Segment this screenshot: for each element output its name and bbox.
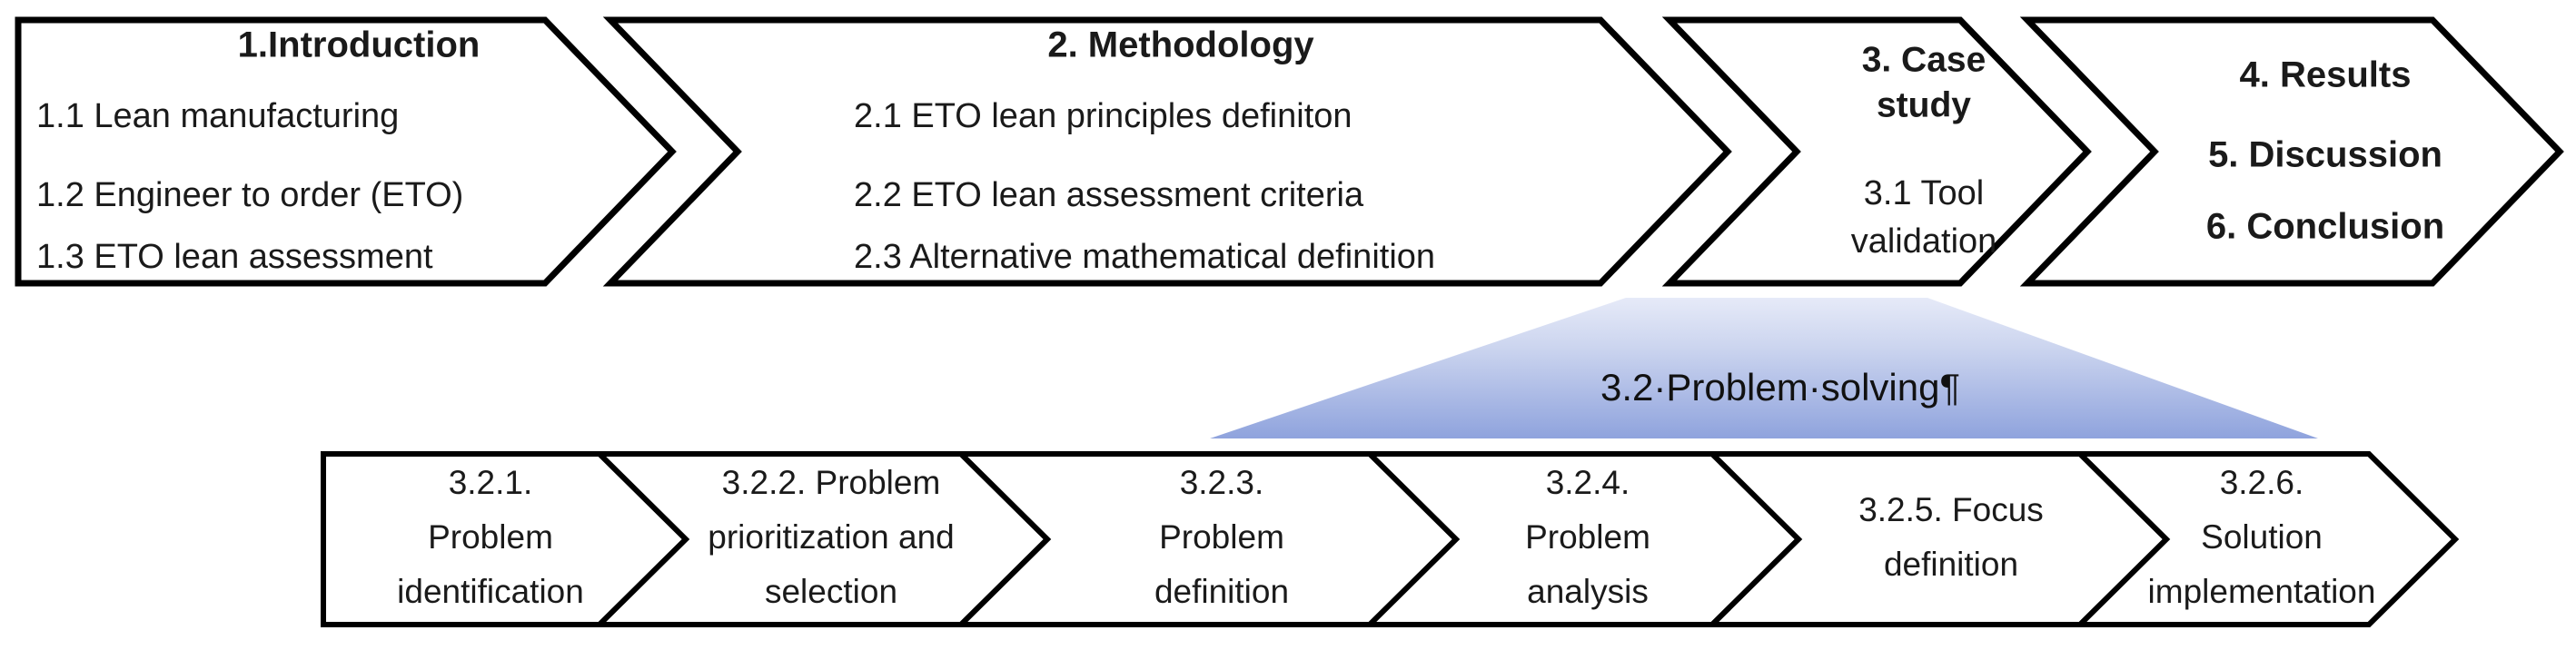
bottom-step-3-2-2[interactable]: 3.2.2. Problem prioritization and select… <box>592 451 1052 627</box>
methodology-item-1: 2.1 ETO lean principles definiton <box>854 97 1352 135</box>
case-study-heading-line-2: study <box>1877 85 1971 124</box>
results-chevron-shape <box>2019 16 2564 287</box>
introduction-item-2: 1.2 Engineer to order (ETO) <box>36 176 463 214</box>
results-line-2: 5. Discussion <box>2208 135 2442 175</box>
step-3-2-3-line-1: 3.2.3. <box>1180 464 1264 501</box>
step-3-2-1-line-3: identification <box>397 573 584 610</box>
case-study-heading-line-1: 3. Case <box>1862 40 1986 79</box>
bottom-step-3-2-3[interactable]: 3.2.3. Problem definition <box>954 451 1461 627</box>
introduction-item-1: 1.1 Lean manufacturing <box>36 97 399 135</box>
step-3-2-4-line-1: 3.2.4. <box>1546 464 1630 501</box>
step-3-2-3-line-3: definition <box>1154 573 1289 610</box>
bottom-step-3-2-4[interactable]: 3.2.4. Problem analysis <box>1362 451 1803 627</box>
methodology-heading: 2. Methodology <box>1047 25 1314 65</box>
top-block-case-study[interactable]: 3. Case study 3.1 Tool validation <box>1661 16 2092 287</box>
results-line-3: 6. Conclusion <box>2206 207 2444 247</box>
step-3-2-2-line-3: selection <box>765 573 897 610</box>
introduction-item-3: 1.3 ETO lean assessment <box>36 238 433 276</box>
step-3-2-2-line-1: 3.2.2. Problem <box>722 464 941 501</box>
results-line-1: 4. Results <box>2240 55 2412 95</box>
step-3-2-6-chevron-shape <box>2073 451 2460 627</box>
step-3-2-5-line-2: definition <box>1884 546 2018 583</box>
case-study-item-line-2: validation <box>1851 222 1997 261</box>
step-3-2-4-line-2: Problem <box>1525 518 1650 556</box>
methodology-item-3: 2.3 Alternative mathematical definition <box>854 238 1435 276</box>
methodology-chevron-shape <box>602 16 1732 287</box>
step-3-2-1-line-2: Problem <box>428 518 553 556</box>
step-3-2-4-line-3: analysis <box>1527 573 1649 610</box>
top-block-results[interactable]: 4. Results 5. Discussion 6. Conclusion <box>2019 16 2564 287</box>
top-block-methodology[interactable]: 2. Methodology 2.1 ETO lean principles d… <box>602 16 1732 287</box>
bottom-step-3-2-6[interactable]: 3.2.6. Solution implementation <box>2073 451 2460 627</box>
step-3-2-2-line-2: prioritization and <box>708 518 954 556</box>
introduction-heading: 1.Introduction <box>238 25 481 65</box>
step-3-2-3-line-2: Problem <box>1159 518 1284 556</box>
step-3-2-1-line-1: 3.2.1. <box>449 464 533 501</box>
case-study-chevron-shape <box>1661 16 2092 287</box>
case-study-item-line-1: 3.1 Tool <box>1864 174 1984 212</box>
step-3-2-5-line-1: 3.2.5. Focus <box>1858 491 2044 528</box>
step-3-2-6-line-2: Solution <box>2201 518 2323 556</box>
top-block-introduction[interactable]: 1.Introduction 1.1 Lean manufacturing 1.… <box>15 16 677 287</box>
step-3-2-6-line-3: implementation <box>2148 573 2376 610</box>
step-3-2-6-line-1: 3.2.6. <box>2220 464 2304 501</box>
banner-label: 3.2·Problem·solving¶ <box>1600 366 1960 409</box>
introduction-chevron-shape <box>15 16 677 287</box>
banner-trapezoid-shape <box>1210 298 2318 438</box>
methodology-item-2: 2.2 ETO lean assessment criteria <box>854 176 1364 214</box>
problem-solving-banner: 3.2·Problem·solving¶ <box>1210 298 2318 438</box>
